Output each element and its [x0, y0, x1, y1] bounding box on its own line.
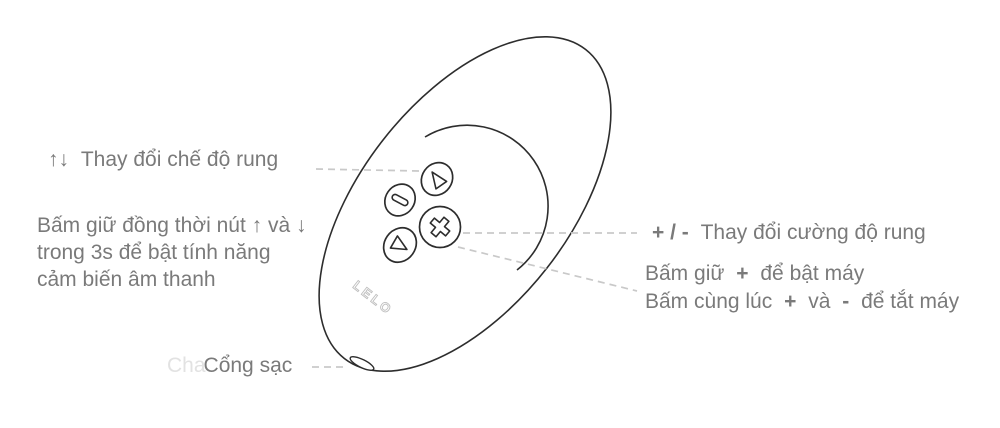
minus-icon	[391, 193, 409, 207]
plus-icon	[429, 216, 451, 238]
vibration-intensity-annotation: + / - Thay đổi cường độ rung	[652, 219, 926, 246]
power-on-post: để bật máy	[760, 262, 865, 285]
power-off-line: Bấm cùng lúc + và - để tắt máy	[645, 288, 959, 316]
sound-sensor-annotation: Bấm giữ đồng thời nút ↑ và ↓ trong 3s để…	[37, 212, 306, 293]
vibration-mode-annotation: ↑↓ Thay đổi chế độ rung	[48, 146, 278, 173]
power-on-pre: Bấm giữ	[645, 262, 725, 285]
power-off-plus-key: +	[784, 290, 797, 313]
power-on-line: Bấm giữ + để bật máy	[645, 260, 959, 288]
power-off-minus-key: -	[842, 290, 850, 313]
power-off-pre: Bấm cùng lúc	[645, 290, 773, 313]
mode-label: Thay đổi chế độ rung	[80, 148, 279, 171]
sound-sensor-line2: trong 3s để bật tính năng	[37, 241, 271, 264]
intensity-keys: + / -	[652, 221, 689, 244]
charging-port-icon	[349, 356, 375, 371]
control-face	[424, 124, 549, 271]
sound-sensor-line1: Bấm giữ đồng thời nút ↑ và ↓	[37, 214, 307, 237]
callout-line-mode	[315, 168, 420, 172]
power-off-mid: và	[808, 290, 831, 313]
triangle-down-icon	[389, 235, 408, 251]
charging-port-ghost-text: Cha	[167, 354, 206, 377]
power-off-post: để tắt máy	[861, 290, 960, 313]
device-body	[318, 36, 612, 372]
charging-port-label: Cổng sạc	[203, 354, 293, 377]
callout-line-power	[457, 246, 638, 292]
charging-port-annotation: ChaCổng sạc	[167, 352, 292, 379]
triangle-up-icon	[431, 171, 448, 190]
sound-sensor-line3: cảm biến âm thanh	[37, 268, 216, 291]
mode-arrows-keys: ↑↓	[48, 148, 69, 171]
power-annotation: Bấm giữ + để bật máy Bấm cùng lúc + và -…	[645, 260, 959, 316]
power-on-plus-key: +	[736, 262, 749, 285]
intensity-label: Thay đổi cường độ rung	[700, 221, 926, 244]
